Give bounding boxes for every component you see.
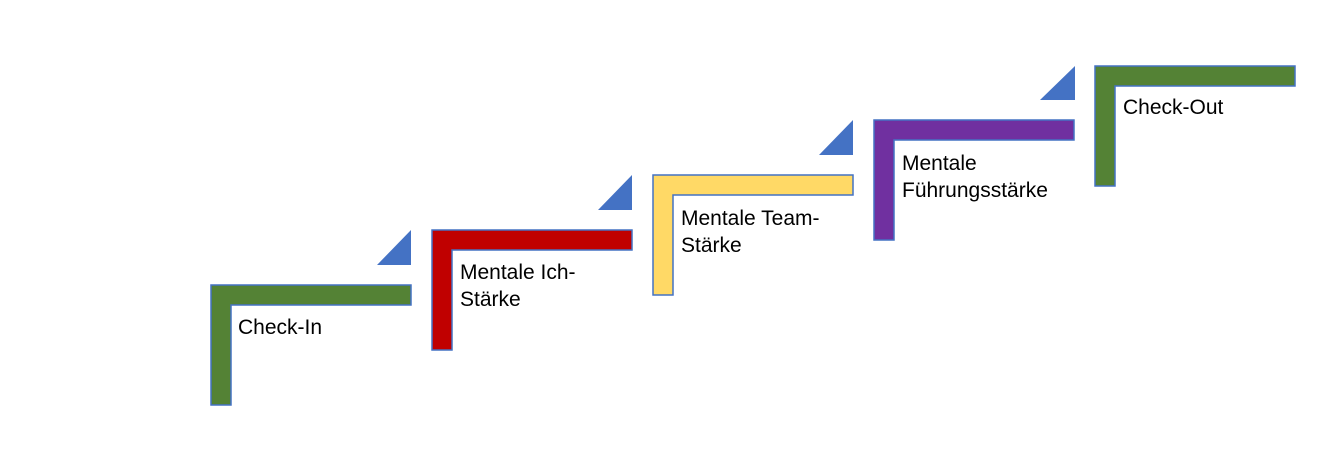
- step-label-line: Stärke: [460, 288, 521, 311]
- step-label-line: Check-Out: [1123, 96, 1224, 119]
- step-label-line: Stärke: [681, 234, 742, 257]
- step-triangle-2: [598, 175, 632, 210]
- step-label-mentale-ich-staerke: Mentale Ich- Stärke: [460, 259, 576, 313]
- step-label-check-in: Check-In: [238, 314, 322, 341]
- step-check-in: [210, 284, 412, 406]
- step-mentale-ich-staerke: [431, 229, 633, 351]
- step-triangle-3: [819, 120, 853, 155]
- step-check-out: [1094, 65, 1296, 187]
- step-label-line: Check-In: [238, 316, 323, 339]
- step-label-mentale-fuehrungsstaerke: Mentale Führungsstärke: [902, 150, 1048, 204]
- step-label-line: Mentale Team-: [681, 207, 820, 230]
- step-label-line: Mentale: [902, 152, 977, 175]
- step-label-line: Mentale Ich-: [460, 261, 576, 284]
- step-mentale-fuehrungsstaerke: [873, 119, 1075, 241]
- step-label-check-out: Check-Out: [1123, 94, 1223, 121]
- step-mentale-team-staerke: [652, 174, 854, 296]
- step-label-mentale-team-staerke: Mentale Team- Stärke: [681, 205, 820, 259]
- step-triangle-1: [377, 230, 411, 265]
- step-label-line: Führungsstärke: [902, 179, 1048, 202]
- step-triangle-4: [1040, 66, 1075, 100]
